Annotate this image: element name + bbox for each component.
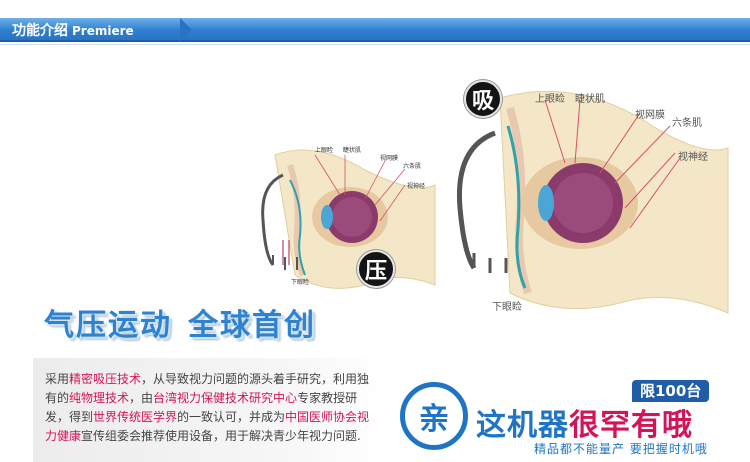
label-upper-eyelid: 上眼睑 bbox=[315, 147, 334, 154]
label-optic-nerve-large: 视神经 bbox=[678, 152, 708, 163]
label-six-muscles: 六条肌 bbox=[403, 163, 422, 170]
limited-quantity-tag: 限100台 bbox=[632, 380, 710, 402]
label-upper-eyelid-large: 上眼睑 bbox=[535, 94, 565, 105]
promo-subline: 精品都不能量产 要把握时机哦 bbox=[534, 442, 708, 456]
promo-circle-text: 亲 bbox=[419, 402, 449, 437]
label-lower-eyelid-large: 下眼睑 bbox=[492, 302, 522, 313]
promo-circle-badge: 亲 bbox=[400, 382, 468, 450]
desc-highlight: 台湾视力保健技术研究中心 bbox=[153, 391, 298, 405]
description-text: 采用精密吸压技术，从导致视力问题的源头着手研究，利用独有的纯物理技术，由台湾视力… bbox=[45, 370, 375, 446]
label-ciliary-muscle-large: 睫状肌 bbox=[575, 94, 605, 105]
label-six-muscles-large: 六条肌 bbox=[672, 118, 702, 129]
header-divider bbox=[0, 44, 750, 45]
promo-banner: 亲 限100台 这机器很罕有哦 精品都不能量产 要把握时机哦 bbox=[400, 380, 745, 462]
desc-highlight: 中国医师协会视力健康 bbox=[45, 410, 370, 443]
eye-cross-section-illustration bbox=[261, 149, 436, 289]
desc-highlight: 世界传统医学界 bbox=[93, 410, 178, 424]
label-retina-large: 视网膜 bbox=[635, 110, 665, 121]
slogan-part-1: 气压运动 bbox=[44, 308, 172, 343]
desc-seg: ，由 bbox=[129, 391, 154, 405]
desc-seg: 专家教授研发，得到 bbox=[45, 391, 358, 424]
section-title-en: Premiere bbox=[72, 24, 134, 38]
section-title-cn: 功能介绍 bbox=[12, 23, 68, 39]
label-retina: 视网膜 bbox=[380, 155, 399, 162]
description-box: 采用精密吸压技术，从导致视力问题的源头着手研究，利用独有的纯物理技术，由台湾视力… bbox=[33, 358, 385, 462]
slogan-headline: 气压运动全球首创 bbox=[44, 300, 316, 344]
label-lower-eyelid: 下眼睑 bbox=[291, 279, 310, 286]
eye-diagram-press: 上眼睑 睫状肌 视网膜 六条肌 视神经 下眼睑 压 bbox=[255, 135, 440, 295]
promo-headline: 这机器很罕有哦 bbox=[476, 400, 693, 444]
desc-highlight: 精密吸压技术 bbox=[69, 372, 142, 386]
header-arrow-decoration bbox=[180, 18, 192, 42]
desc-seg: 宣传组委会推荐使用设备，用于解决青少年视力问题. bbox=[81, 429, 361, 443]
label-optic-nerve: 视神经 bbox=[407, 183, 426, 190]
press-badge: 压 bbox=[357, 250, 395, 288]
desc-seg: ，从导致视力问题的源头着手研究，利用独有的 bbox=[45, 372, 370, 405]
slogan-part-2: 全球首创 bbox=[188, 308, 316, 343]
desc-seg: 采用 bbox=[45, 372, 70, 386]
eye-diagram-suction: 上眼睑 睫状肌 视网膜 六条肌 视神经 下眼睑 吸 bbox=[450, 78, 730, 318]
promo-headline-b: 很罕有哦 bbox=[569, 408, 693, 443]
desc-seg: 的一致认可，并成为 bbox=[177, 410, 286, 424]
section-header: 功能介绍 Premiere bbox=[0, 18, 750, 42]
desc-highlight: 纯物理技术 bbox=[69, 391, 130, 405]
suction-badge: 吸 bbox=[464, 80, 502, 118]
promo-headline-a: 这机器 bbox=[476, 408, 569, 443]
section-title: 功能介绍 Premiere bbox=[12, 20, 134, 40]
eye-cross-section-illustration-large bbox=[456, 90, 729, 314]
label-ciliary-muscle: 睫状肌 bbox=[343, 147, 362, 154]
